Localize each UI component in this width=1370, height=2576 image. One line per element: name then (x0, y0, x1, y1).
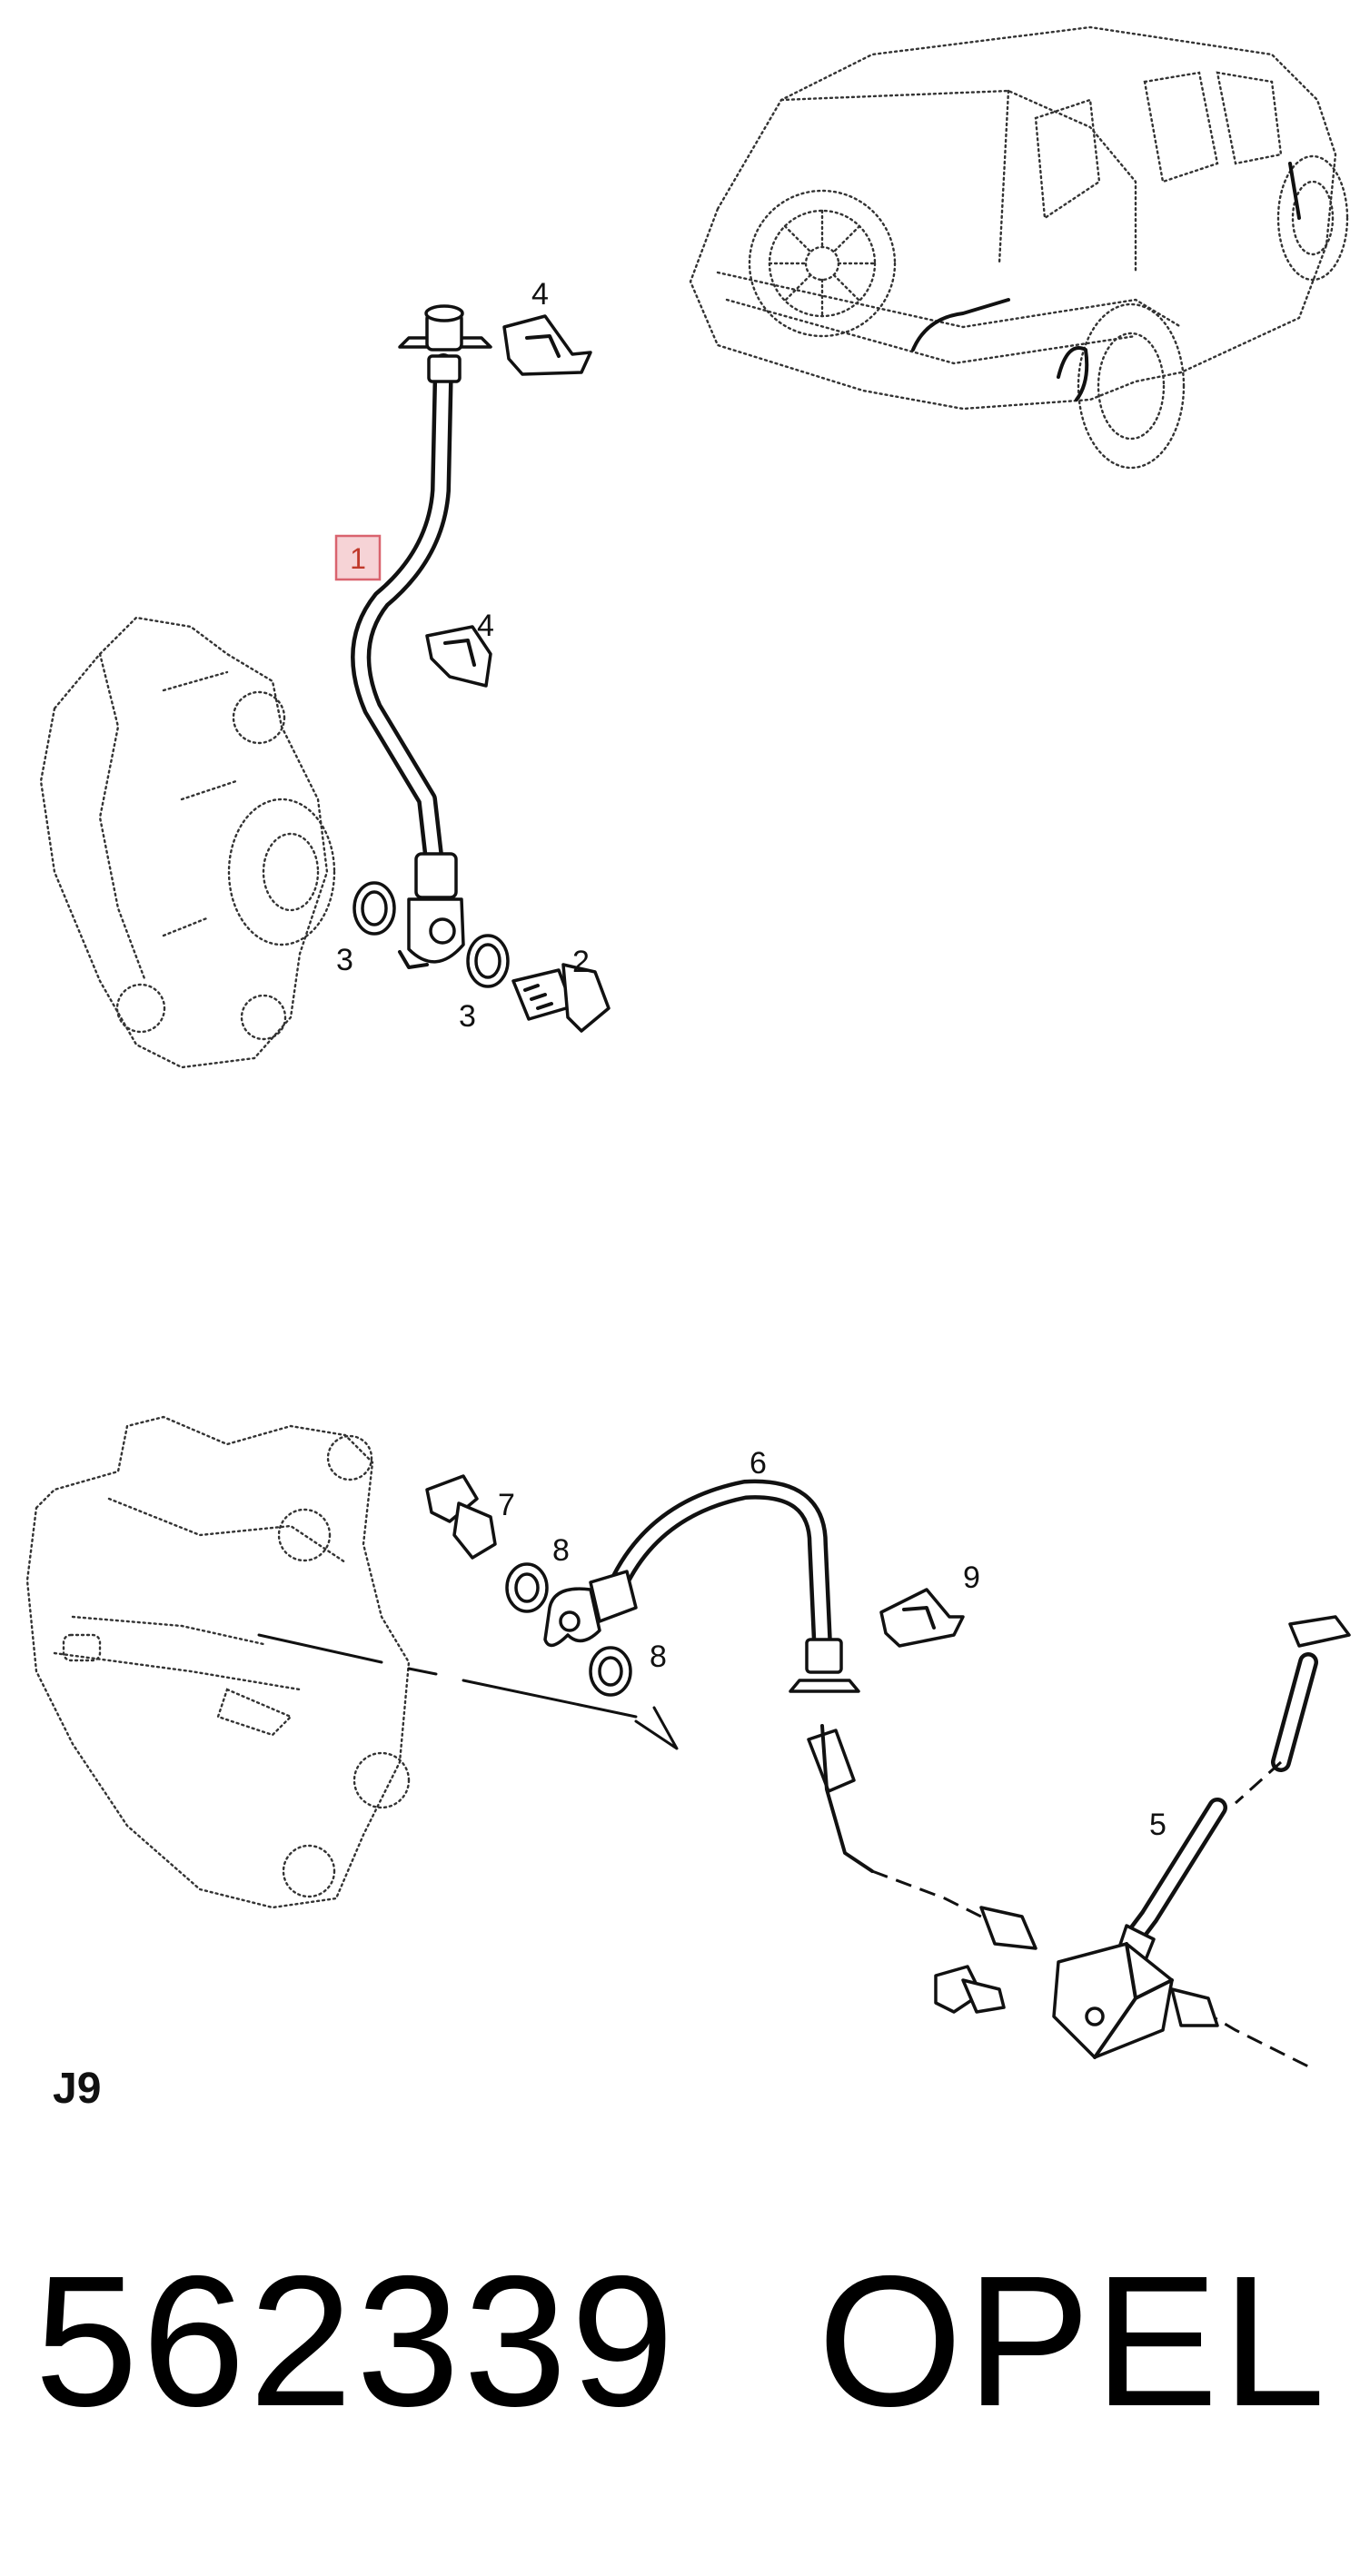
rear-caliper-illustration (25, 1415, 411, 1909)
callout-7: 7 (498, 1488, 515, 1522)
banjo-bolt (511, 963, 611, 1033)
callout-3-left: 3 (336, 943, 353, 977)
callout-2: 2 (572, 945, 590, 979)
highlighted-callout-label: 1 (350, 542, 366, 575)
sealing-washer-left (352, 881, 396, 936)
callout-5: 5 (1149, 1808, 1166, 1842)
rigid-brake-line (807, 1724, 1309, 2068)
retaining-clip-upper (502, 314, 592, 376)
vehicle-illustration (689, 25, 1349, 470)
retaining-clip-rear (879, 1588, 965, 1648)
callout-9: 9 (963, 1560, 980, 1595)
callout-8-lower: 8 (650, 1640, 667, 1674)
mounting-bolt (934, 1965, 1006, 2014)
brake-hose-front (351, 304, 492, 969)
highlighted-callout-box: 1 (334, 534, 382, 581)
brand-name: OPEL (818, 2237, 1329, 2445)
sealing-washer-rear-left (505, 1562, 549, 1613)
section-code: J9 (53, 2065, 102, 2113)
sealing-washer-right (466, 934, 510, 988)
callout-4-upper: 4 (531, 277, 549, 312)
callout-8-upper: 8 (552, 1533, 570, 1568)
sealing-washer-rear-right (589, 1646, 632, 1697)
part-number: 562339 (35, 2237, 679, 2445)
pointer-arrow (257, 1633, 679, 1750)
callout-6: 6 (750, 1446, 767, 1481)
front-caliper-illustration (39, 616, 336, 1069)
retaining-clip-lower (425, 625, 492, 688)
brake-hose-rear-upper (543, 1479, 860, 1693)
brake-hose-rear-lower (1052, 1615, 1351, 2059)
callout-3-right: 3 (459, 999, 476, 1034)
banjo-bolt-rear (425, 1474, 497, 1560)
callout-4-lower: 4 (477, 609, 494, 643)
